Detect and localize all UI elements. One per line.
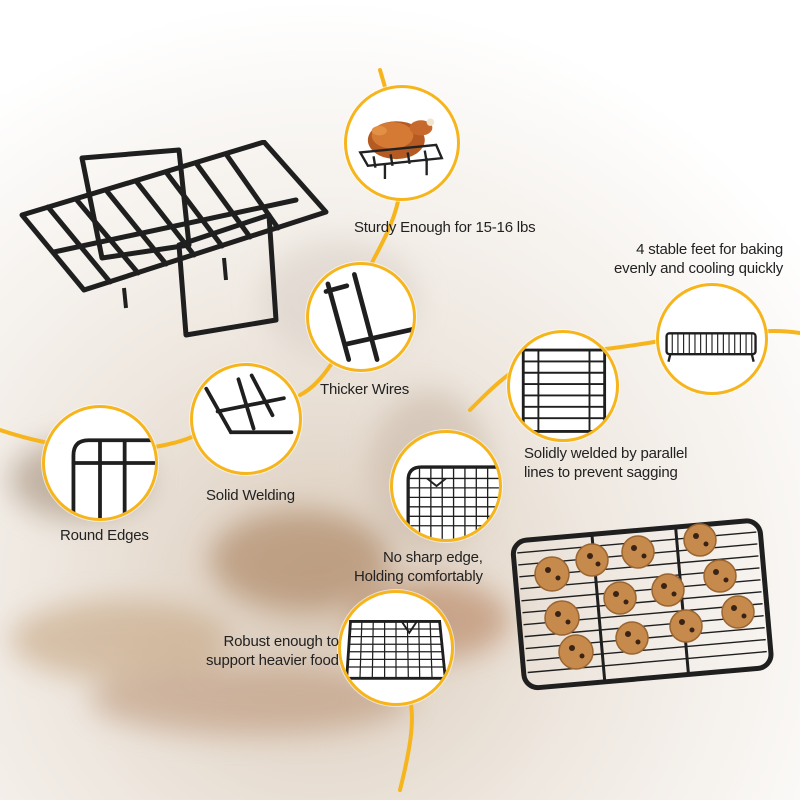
solid-welding-caption: Solid Welding <box>206 487 295 504</box>
parallel-lines-circle <box>507 330 619 442</box>
roasted-turkey-icon <box>358 118 444 180</box>
stable-feet-caption: 4 stable feet for baking evenly and cool… <box>614 241 784 277</box>
turkey-detail-circle <box>344 85 460 201</box>
parallel-wire-icon <box>521 348 607 433</box>
cooling-rack-cookies-image <box>510 518 774 691</box>
small-rack-icon <box>665 332 757 363</box>
grid-corner-icon <box>406 465 499 539</box>
round-edges-caption: Round Edges <box>60 527 149 544</box>
no-sharp-edge-caption: No sharp edge, Holding comfortably <box>354 549 483 585</box>
sturdy-caption: Sturdy Enough for 15-16 lbs <box>354 219 536 236</box>
round-edge-icon <box>71 438 155 518</box>
roasting-rack-image <box>19 140 329 338</box>
robust-circle <box>338 590 454 706</box>
parallel-lines-caption: Solidly welded by parallel lines to prev… <box>524 445 688 481</box>
cooling-rack-feet-circle <box>656 283 768 395</box>
robust-caption: Robust enough to support heavier food <box>206 633 339 669</box>
thick-wire-icon <box>323 272 413 362</box>
solid-welding-circle <box>190 363 302 475</box>
no-sharp-edge-circle <box>390 430 502 542</box>
welding-icon <box>204 373 294 435</box>
round-edges-circle <box>42 405 158 521</box>
heavy-rack-icon <box>345 620 447 680</box>
thicker-wires-caption: Thicker Wires <box>320 381 410 398</box>
thicker-wires-circle <box>306 262 416 372</box>
